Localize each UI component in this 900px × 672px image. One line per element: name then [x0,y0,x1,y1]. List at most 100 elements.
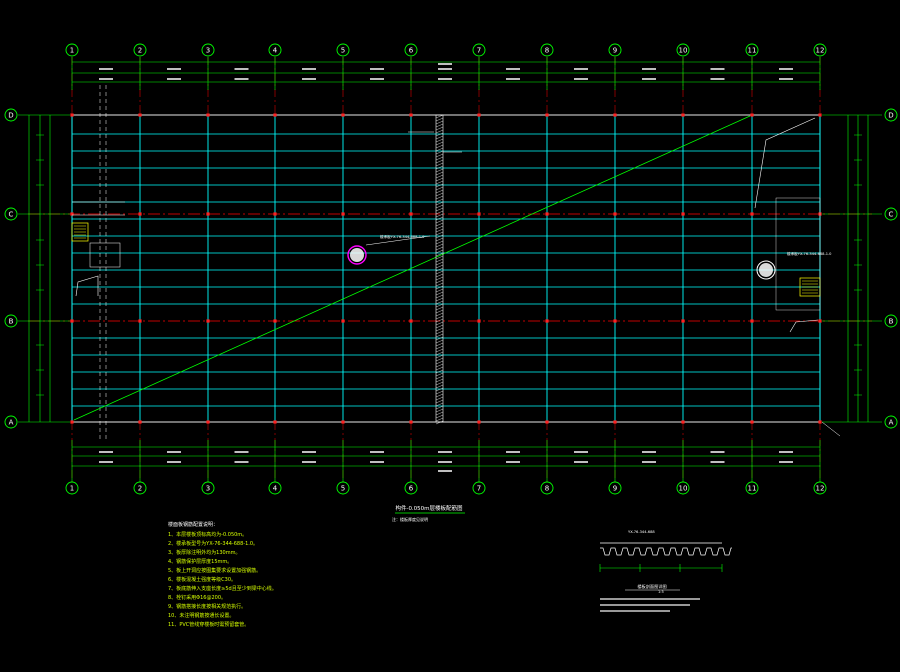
notes-list: 1、本层楼板顶标高均为-0.050m。2、楼承板型号为YX-76-344-688… [168,531,277,628]
axis-top-9-circle [608,43,622,57]
hatch-line [435,327,444,332]
axis-top-2-label: 2 [138,46,142,54]
hatch-line [435,279,444,284]
note-line: 6、楼板混凝土强度等级C30。 [168,576,236,583]
axis-top-7-label: 7 [477,46,481,54]
edge-profile-right [789,319,819,333]
detail-box [89,242,121,268]
section-note-mark [600,604,690,606]
axis-bottom-4-circle [268,481,282,495]
detail-box-right [775,197,821,311]
axis-top-6-circle [404,43,418,57]
axis-top-11-circle [745,43,759,57]
dimension-text-mark [506,68,520,70]
axis-bottom-7-circle [472,481,486,495]
column-marker [409,113,413,117]
axis-right-D-label: D [888,111,893,119]
axis-top-8-circle [540,43,554,57]
note-line: 8、栓钉采用Φ16@200。 [168,594,226,601]
column-marker [750,212,754,216]
column-marker [545,113,549,117]
floor-beams [28,57,872,482]
column-marker [273,319,277,323]
column-marker [70,319,74,323]
edge-profile [75,275,99,297]
hatch-line [435,210,444,215]
callout-circle-left [347,245,367,265]
hatch-line [435,207,444,212]
hatch-line [435,237,444,242]
axis-bottom-2-label: 2 [138,484,142,492]
hatch-line [435,165,444,170]
hatch-line [435,129,444,134]
axis-right-A-label: A [889,418,894,426]
axis-left-C-label: C [9,210,14,218]
column-marker [138,319,142,323]
hatch-line [435,357,444,362]
column-marker [70,420,74,424]
hatch-line [435,168,444,173]
column-marker [613,113,617,117]
dimension-text-mark [438,68,452,70]
notes-title: 楼面板钢筋配置说明： [168,521,218,528]
column-marker [273,212,277,216]
hatch-line [435,249,444,254]
axis-bottom-11-circle [745,481,759,495]
axis-left-D-label: D [8,111,13,119]
note-line: 11、PVC管线穿楼板时需预留套管。 [168,621,249,628]
axis-bottom-11-label: 11 [748,484,757,492]
deck-profile [600,547,732,556]
hatch-line [435,141,444,146]
axis-bottom-3-label: 3 [206,484,210,492]
hatch-line [435,396,444,401]
hatch-line [435,342,444,347]
section-note-mark [600,598,700,600]
column-marker [409,420,413,424]
column-marker [818,319,822,323]
axis-bottom-6-circle [404,481,418,495]
axis-top-5-label: 5 [341,46,345,54]
column-marker [477,212,481,216]
axis-bottom-9-circle [608,481,622,495]
dimension-text-mark [574,68,588,70]
axis-right-C-label: C [889,210,894,218]
column-marker [341,319,345,323]
dimension-text-mark [779,451,793,453]
dimension-text-mark [710,78,725,80]
slab-span-diagonal [73,115,751,421]
edge-profile-right [754,117,816,209]
axis-top-9-label: 9 [613,46,617,54]
axis-bottom-10-label: 10 [679,484,688,492]
section-label-model: YX-76-344-688 [628,530,655,534]
axis-top-4-label: 4 [273,46,278,54]
axis-bottom-1-circle [65,481,79,495]
hatch-line [435,291,444,296]
hatch-line [435,255,444,260]
hatch-line [435,204,444,209]
leader-line [821,421,841,437]
hatch-line [435,372,444,377]
hatch-line [435,366,444,371]
axis-bottom-6-label: 6 [409,484,414,492]
column-marker [341,212,345,216]
plan-title: 构件-0.050m层楼板配筋图 [395,504,463,512]
hatch-line [435,192,444,197]
hatch-line [435,354,444,359]
axis-top-7-circle [472,43,486,57]
dimension-text-mark [506,461,520,463]
hatch-line [435,114,444,119]
dimension-text-mark [234,78,249,80]
dimension-text-mark [642,68,656,70]
note-line: 2、楼承板型号为YX-76-344-688-1.0。 [168,540,258,547]
axis-top-10-label: 10 [679,46,688,54]
column-marker [750,319,754,323]
column-marker [206,319,210,323]
hatch-line [435,243,444,248]
hatch-line [435,162,444,167]
hatch-line [435,333,444,338]
hatch-line [435,234,444,239]
callout-circle-right [756,260,776,280]
hatch-line [435,414,444,419]
hatch-line [435,252,444,257]
column-markers [70,113,822,424]
